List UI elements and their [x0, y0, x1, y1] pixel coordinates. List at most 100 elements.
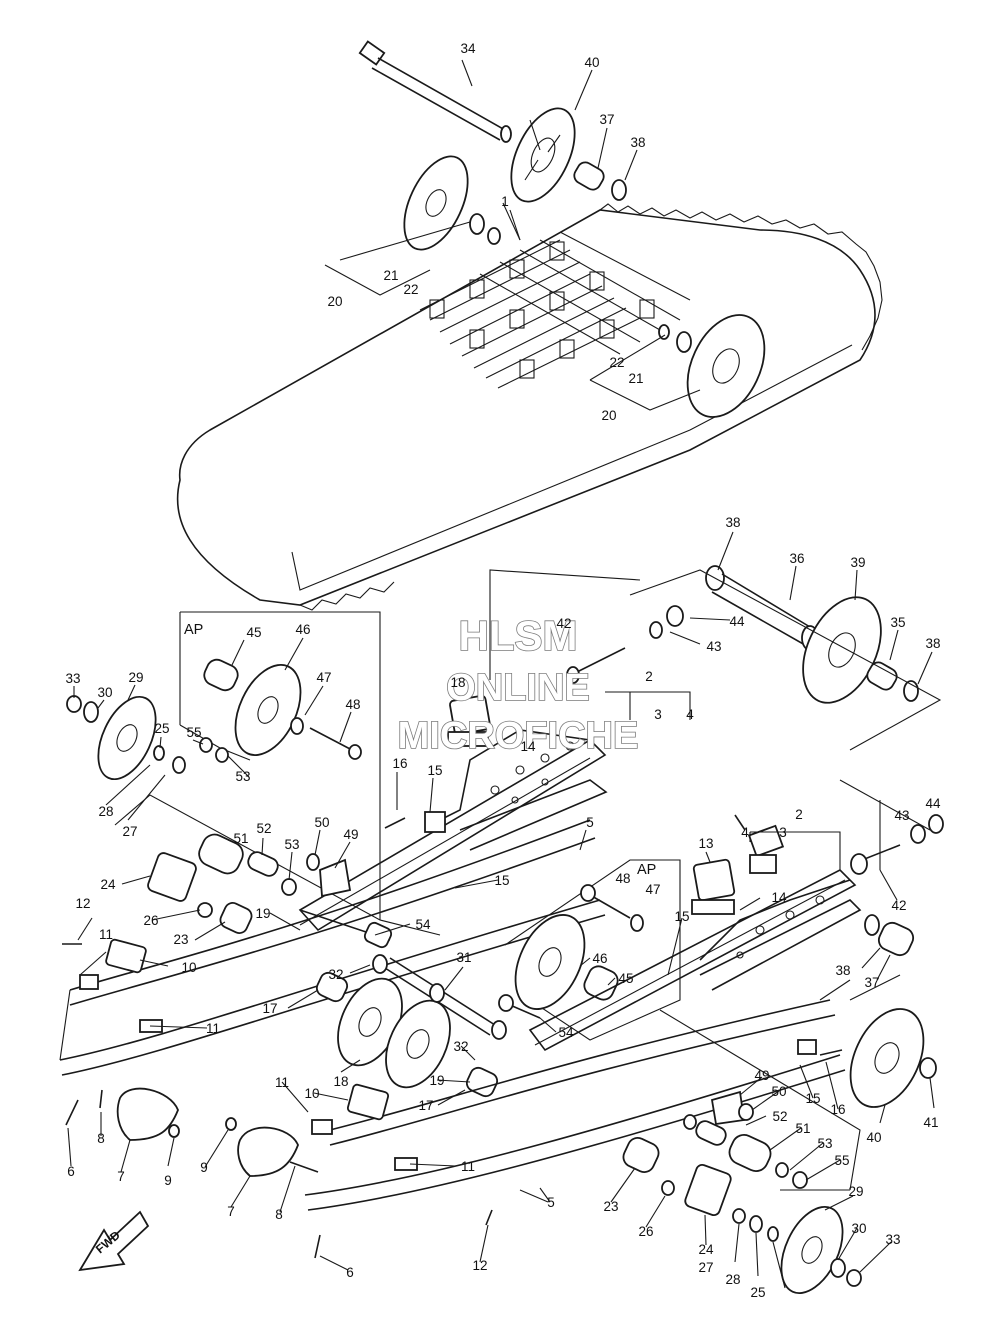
callout-label: 14	[520, 739, 536, 754]
callout-label: 32	[328, 967, 343, 982]
callout-label: 38	[630, 135, 645, 150]
watermark: HLSM ONLINE MICROFICHE	[397, 611, 639, 758]
shaft-34	[358, 40, 512, 143]
callout-label: 18	[450, 675, 465, 690]
watermark-line-2: ONLINE	[446, 667, 590, 709]
callout-label: 30	[851, 1221, 866, 1236]
callout-label: 52	[772, 1109, 787, 1124]
callout-label: 3	[779, 825, 787, 840]
callout-label: 11	[99, 927, 113, 942]
callout-label: 4	[741, 825, 749, 840]
callout-label: 9	[200, 1160, 208, 1175]
callout-label: 25	[750, 1285, 765, 1300]
ap-box-right	[504, 859, 681, 1041]
callout-label: 43	[894, 808, 909, 823]
callout-label: 48	[615, 871, 630, 886]
callout-label: 45	[246, 625, 261, 640]
callout-label: 24	[100, 877, 116, 892]
callout-label: 42	[556, 616, 571, 631]
callout-label: 22	[403, 282, 418, 297]
callout-label: 53	[817, 1136, 832, 1151]
callout-label: 10	[304, 1086, 319, 1101]
callout-label: 38	[725, 515, 740, 530]
callout-label: 38	[925, 636, 940, 651]
callout-label: 11	[275, 1075, 289, 1090]
callout-label: 31	[456, 950, 471, 965]
callout-label: 13	[698, 836, 713, 851]
callout-label: 12	[75, 896, 90, 911]
callout-label: 4	[686, 707, 694, 722]
shaft-36	[705, 565, 819, 651]
callout-label: 15	[805, 1091, 820, 1106]
callout-label: 12	[472, 1258, 487, 1273]
callout-label: 28	[725, 1272, 740, 1287]
callout-label: 19	[255, 906, 270, 921]
callout-label: 16	[392, 756, 407, 771]
callout-label: 36	[789, 551, 804, 566]
callout-label: 20	[601, 408, 616, 423]
ap-label-left: AP	[184, 622, 203, 638]
callout-label: 7	[117, 1169, 125, 1184]
forward-direction-arrow: FWD	[78, 1210, 150, 1272]
callout-label: 52	[256, 821, 271, 836]
callout-label: 24	[698, 1242, 714, 1257]
callout-label: 46	[295, 622, 310, 637]
callout-label: 11	[206, 1021, 220, 1036]
callout-label: 32	[453, 1039, 468, 1054]
callout-label: 6	[67, 1164, 75, 1179]
callout-label: 27	[122, 824, 137, 839]
callout-label: 9	[164, 1173, 172, 1188]
callout-label: 44	[925, 796, 941, 811]
wheel-left-top	[403, 155, 469, 251]
ap-box-left	[179, 611, 381, 920]
callout-label: 5	[586, 815, 594, 830]
callout-label: 29	[848, 1184, 863, 1199]
callout-label: 45	[618, 971, 633, 986]
ap-label-right: AP	[637, 862, 656, 878]
callout-label: 48	[345, 697, 360, 712]
callout-label: 53	[235, 769, 250, 784]
callout-label: 25	[154, 721, 169, 736]
callout-label: 11	[461, 1159, 475, 1174]
callout-label: 49	[343, 827, 358, 842]
wheel-46-right	[514, 914, 586, 1010]
callout-label: 41	[923, 1115, 938, 1130]
callout-label: 28	[98, 804, 113, 819]
callout-label: 23	[603, 1199, 618, 1214]
callout-label: 2	[795, 807, 803, 822]
callout-label: 26	[638, 1224, 653, 1239]
callout-label: 6	[346, 1265, 354, 1280]
callout-labels: 34 40 37 38 1 21 22 20 22 21 20 38 36 39…	[65, 41, 941, 1300]
label-brackets	[605, 691, 841, 870]
callout-label: 51	[795, 1121, 810, 1136]
wheel-40-right	[849, 1008, 925, 1108]
callout-label: 55	[186, 725, 201, 740]
upper-brackets	[324, 59, 701, 411]
callout-label: 5	[547, 1195, 555, 1210]
callout-label: 35	[890, 615, 905, 630]
callout-label: 39	[850, 555, 865, 570]
callout-label: 37	[599, 112, 614, 127]
callout-label: 54	[415, 917, 431, 932]
track-cleats	[419, 231, 691, 389]
rail-left	[298, 729, 608, 941]
callout-label: 50	[771, 1084, 786, 1099]
callout-label: 46	[592, 951, 607, 966]
callout-label: 8	[97, 1131, 105, 1146]
callout-label: 15	[494, 873, 509, 888]
wheel-39	[802, 596, 882, 704]
callout-label: 1	[501, 194, 509, 209]
callout-label: 3	[654, 707, 662, 722]
callout-label: 49	[754, 1068, 769, 1083]
callout-label: 33	[65, 671, 80, 686]
leaders	[67, 69, 935, 1289]
callout-label: 33	[885, 1232, 900, 1247]
callout-label: 8	[275, 1207, 283, 1222]
callout-label: 19	[429, 1073, 444, 1088]
callout-label: 15	[427, 763, 442, 778]
wheel-29-right	[780, 1205, 844, 1295]
rail-right	[528, 869, 862, 1052]
callout-label: 26	[143, 913, 158, 928]
callout-label: 50	[314, 815, 329, 830]
callout-label: 40	[866, 1130, 881, 1145]
